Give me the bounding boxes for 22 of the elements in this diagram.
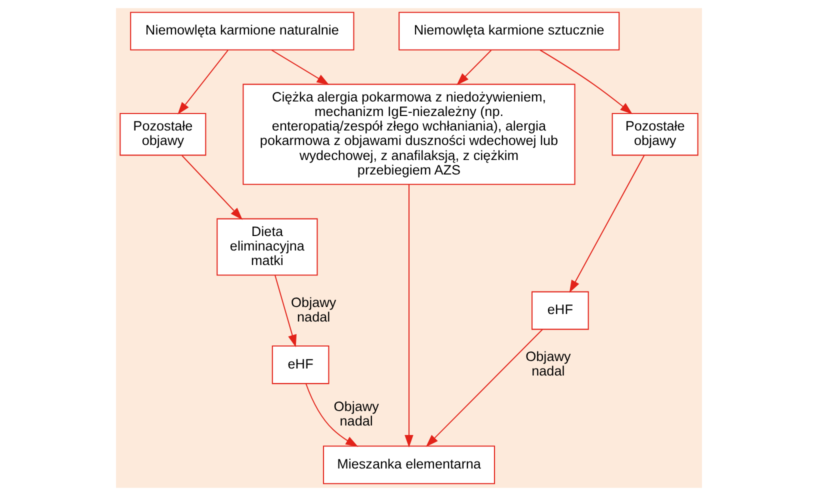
- arrow: [426, 329, 543, 447]
- arrow: [182, 155, 243, 220]
- arrow: [306, 384, 358, 447]
- node-box: Niemowlęta karmione naturalnie: [130, 12, 354, 50]
- node-box: Pozostałe objawy: [120, 112, 206, 156]
- node-box: Mieszanka elementarna: [322, 446, 496, 484]
- edge-label: Objawy nadal: [291, 294, 336, 324]
- arrow: [540, 50, 633, 114]
- arrow: [404, 184, 414, 448]
- node-box: eHF: [272, 346, 330, 384]
- edge-label: Objawy nadal: [526, 349, 571, 379]
- node-box: eHF: [532, 291, 589, 330]
- node-box: Ciężka alergia pokarmowa z niedożywieniem, mechanizm IgE-niezależny (np. enteropatią/zespół złego wchłaniania), alergia pokarmowa z objawami duszności wdechowej lub wydechowej, z anafilaksją, z ciężkim przebiegiem AZS: [242, 84, 576, 185]
- node-box: Pozostałe objawy: [612, 112, 698, 156]
- arrow: [178, 50, 228, 115]
- arrow: [271, 50, 330, 85]
- arrow: [456, 50, 492, 86]
- edge-label: Objawy nadal: [334, 399, 379, 429]
- arrow: [274, 274, 297, 348]
- arrow: [569, 155, 645, 293]
- node-box: Dieta eliminacyjna matki: [216, 218, 318, 276]
- node-box: Niemowlęta karmione sztucznie: [398, 12, 620, 50]
